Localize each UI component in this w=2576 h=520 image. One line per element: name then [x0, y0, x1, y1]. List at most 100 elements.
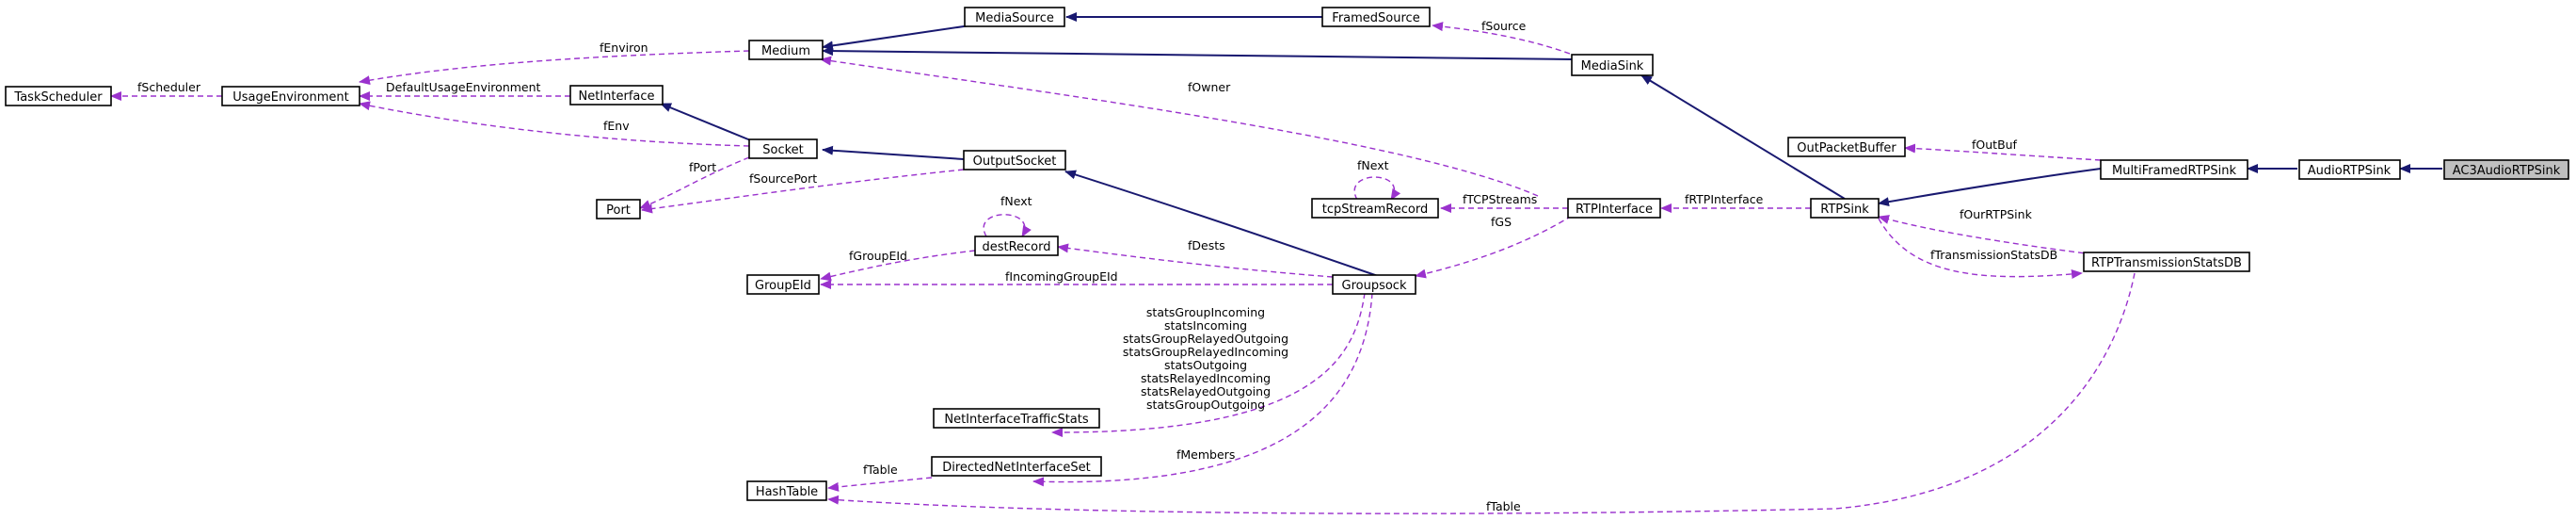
node-port[interactable]: Port [596, 199, 641, 219]
edge-medium-to-usage [359, 50, 750, 86]
edge-label-fgs: fGS [1491, 215, 1512, 229]
node-label-netinterfacetrafficstats: NetInterfaceTrafficStats [944, 413, 1088, 427]
node-label-destrecord: destRecord [982, 240, 1050, 254]
node-label-rtpsink: RTPSink [1820, 203, 1869, 217]
edge-groupsock-to-rtpif [1415, 215, 1573, 279]
node-hashtable[interactable]: HashTable [746, 480, 827, 501]
node-label-medium: Medium [761, 44, 810, 58]
edge-label-fnext-dest: fNext [1000, 194, 1032, 208]
node-label-taskscheduler: TaskScheduler [13, 90, 103, 105]
node-destrecord[interactable]: destRecord [974, 236, 1059, 256]
edge-hashtable-to-rtptx [827, 272, 2136, 514]
node-outpacketbuffer[interactable]: OutPacketBuffer [1787, 137, 1906, 157]
node-label-outputsocket: OutputSocket [973, 154, 1057, 169]
node-label-hashtable: HashTable [756, 485, 818, 499]
edge-label-statsgroupincoming: statsGroupIncoming [1146, 305, 1265, 319]
node-rtptransmissionstatsdb[interactable]: RTPTransmissionStatsDB [2083, 252, 2250, 272]
node-framedsource[interactable]: FramedSource [1321, 7, 1431, 27]
node-rtpsink[interactable]: RTPSink [1810, 198, 1880, 219]
node-label-groupeid: GroupEId [755, 279, 811, 293]
edge-port-to-outsock [641, 169, 965, 214]
node-audiortpsink[interactable]: AudioRTPSink [2298, 159, 2401, 180]
node-groupsock[interactable]: Groupsock [1332, 274, 1416, 295]
edge-medium-to-mediasink [822, 46, 1573, 60]
node-medium[interactable]: Medium [748, 40, 824, 60]
edge-label-frtpinterface: fRTPInterface [1685, 192, 1764, 206]
edge-label-fmembers: fMembers [1176, 447, 1235, 462]
node-directednetinterfaceset[interactable]: DirectedNetInterfaceSet [931, 456, 1102, 477]
node-label-rtpinterface: RTPInterface [1576, 203, 1653, 217]
node-mediasink[interactable]: MediaSink [1571, 54, 1654, 76]
edge-label-fnext-tcp: fNext [1357, 158, 1389, 172]
node-socket[interactable]: Socket [748, 138, 818, 159]
node-outputsocket[interactable]: OutputSocket [963, 150, 1066, 171]
edge-label-statsoutgoing: statsOutgoing [1164, 358, 1247, 372]
edge-port-to-socket [639, 156, 750, 209]
node-ac3audiortpsink[interactable]: AC3AudioRTPSink [2443, 159, 2569, 180]
edge-label-fowner: fOwner [1188, 80, 1231, 94]
edge-usage-to-socket [359, 101, 750, 147]
edge-directed-to-groupsock [1032, 292, 1373, 487]
edge-dest-to-groupsock [1057, 243, 1334, 278]
node-label-directednetinterfaceset: DirectedNetInterfaceSet [942, 461, 1091, 475]
node-tcpstreamrecord[interactable]: tcpStreamRecord [1311, 198, 1439, 219]
edge-rtpsink-to-rtptx [1878, 218, 2083, 279]
edge-label-fgroupeid: fGroupEId [849, 249, 907, 263]
edge-label-fenv: fEnv [603, 119, 630, 133]
edge-label-statsincoming: statsIncoming [1164, 318, 1247, 333]
edge-label-fscheduler: fScheduler [137, 80, 201, 94]
node-usageenvironment[interactable]: UsageEnvironment [221, 86, 360, 106]
node-label-netinterface: NetInterface [578, 89, 654, 104]
node-netinterface[interactable]: NetInterface [569, 85, 664, 106]
node-taskscheduler[interactable]: TaskScheduler [5, 86, 112, 106]
node-rtpinterface[interactable]: RTPInterface [1567, 198, 1661, 219]
edge-label-ftable-directed: fTable [863, 463, 898, 477]
node-label-mediasource: MediaSource [975, 11, 1054, 25]
edge-rtpsink-to-multi [1878, 168, 2102, 207]
edge-socket-to-outsock [822, 145, 965, 160]
edge-label-fincominggroupeid: fIncomingGroupEId [1005, 269, 1118, 284]
node-label-socket: Socket [762, 143, 804, 157]
node-label-audiortpsink: AudioRTPSink [2308, 164, 2392, 178]
edge-label-ftcpstreams: fTCPStreams [1463, 192, 1537, 206]
node-netinterfacetrafficstats[interactable]: NetInterfaceTrafficStats [933, 408, 1100, 429]
edge-framed-to-mediasink [1432, 22, 1571, 55]
node-label-mediasink: MediaSink [1581, 59, 1644, 73]
edge-hashtable-to-directed [827, 477, 933, 492]
edge-rtptx-to-rtpsink [1878, 215, 2094, 255]
node-multiframedrtpsink[interactable]: MultiFramedRTPSink [2100, 159, 2248, 180]
node-label-outpacketbuffer: OutPacketBuffer [1797, 141, 1896, 155]
edge-netif-to-socket [660, 103, 754, 142]
edge-label-fenviron: fEnviron [600, 41, 648, 55]
node-label-multiframedrtpsink: MultiFramedRTPSink [2112, 164, 2237, 178]
edges [110, 12, 2442, 514]
edge-tcp-self [1353, 176, 1401, 201]
node-groupeid[interactable]: GroupEId [746, 274, 820, 295]
node-mediasource[interactable]: MediaSource [964, 7, 1065, 27]
node-label-port: Port [606, 203, 631, 218]
edge-label-fdests: fDests [1188, 238, 1225, 252]
edge-dest-self [983, 214, 1032, 237]
edge-groupeid-to-dest [820, 250, 976, 282]
edge-label-ftransmissionstatsdb: fTransmissionStatsDB [1930, 248, 2057, 262]
node-label-rtptransmissionstatsdb: RTPTransmissionStatsDB [2091, 256, 2242, 270]
edge-label-foutbuf: fOutBuf [1972, 138, 2018, 152]
node-label-tcpstreamrecord: tcpStreamRecord [1322, 203, 1428, 217]
edge-medium-to-mediasource [822, 24, 971, 51]
edge-label-statsgrouprelayedoutgoing: statsGroupRelayedOutgoing [1123, 332, 1288, 346]
node-label-usageenvironment: UsageEnvironment [232, 90, 349, 105]
node-label-framedsource: FramedSource [1332, 11, 1419, 25]
edge-outpacket-to-multi [1904, 143, 2102, 161]
edge-label-ftable-rtptx: fTable [1486, 499, 1521, 513]
edge-label-fourrtpsink: fOurRTPSink [1960, 207, 2033, 221]
edge-medium-to-rtpif [820, 56, 1539, 197]
edge-outsock-to-groupsock [1064, 170, 1379, 277]
edge-mediasink-to-rtpsink [1640, 74, 1846, 200]
edge-label-statsrelayedoutgoing: statsRelayedOutgoing [1141, 384, 1271, 398]
node-label-groupsock: Groupsock [1342, 279, 1407, 293]
edge-label-statsgrouprelayedincoming: statsGroupRelayedIncoming [1123, 345, 1288, 359]
edge-label-defaultusageenvironment: DefaultUsageEnvironment [386, 80, 541, 94]
edge-label-statsgroupoutgoing: statsGroupOutgoing [1146, 398, 1265, 412]
edge-label-fsource: fSource [1481, 19, 1527, 33]
